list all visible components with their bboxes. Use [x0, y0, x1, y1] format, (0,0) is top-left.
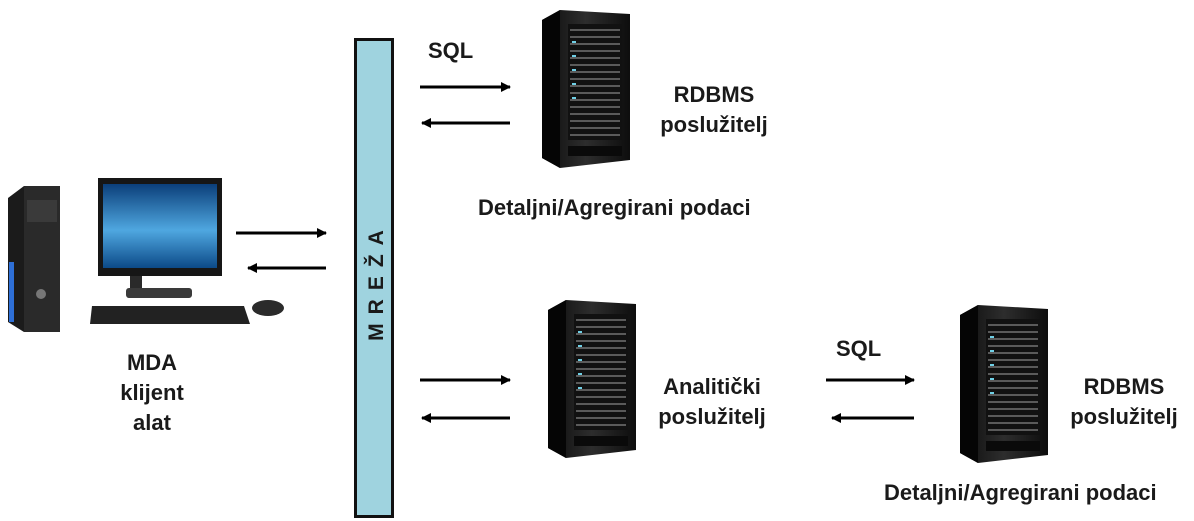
client-label-line1: MDA — [126, 350, 178, 375]
bottom-rdbms-label-line2: poslužitelj — [1070, 404, 1178, 429]
top-rdbms-label: RDBMS poslužitelj — [654, 80, 774, 140]
client-label: MDA klijent alat — [92, 348, 212, 438]
client-label-line3: alat — [133, 410, 171, 435]
network-bar: MREŽA — [354, 38, 394, 518]
top-rdbms-label-line2: poslužitelj — [660, 112, 768, 137]
analytic-server-label: Analitički poslužitelj — [652, 372, 772, 432]
top-rdbms-label-line1: RDBMS — [673, 82, 755, 107]
top-sql-label: SQL — [428, 38, 474, 63]
server-rack-icon — [959, 304, 1049, 464]
analytic-server-label-line1: Analitički — [663, 374, 761, 399]
client-label-line2: klijent — [120, 380, 184, 405]
analytic-server-label-line2: poslužitelj — [658, 404, 766, 429]
bottom-sql-label: SQL — [836, 336, 882, 361]
bottom-rdbms-label-line1: RDBMS — [1083, 374, 1165, 399]
bottom-data-caption: Detaljni/Agregirani podaci — [884, 480, 1157, 505]
bottom-rdbms-label: RDBMS poslužitelj — [1064, 372, 1184, 432]
server-rack-icon — [541, 9, 631, 169]
top-data-caption: Detaljni/Agregirani podaci — [478, 195, 751, 220]
server-rack-icon — [547, 299, 637, 459]
desktop-computer-icon — [8, 178, 284, 332]
network-label: MREŽA — [364, 221, 388, 341]
